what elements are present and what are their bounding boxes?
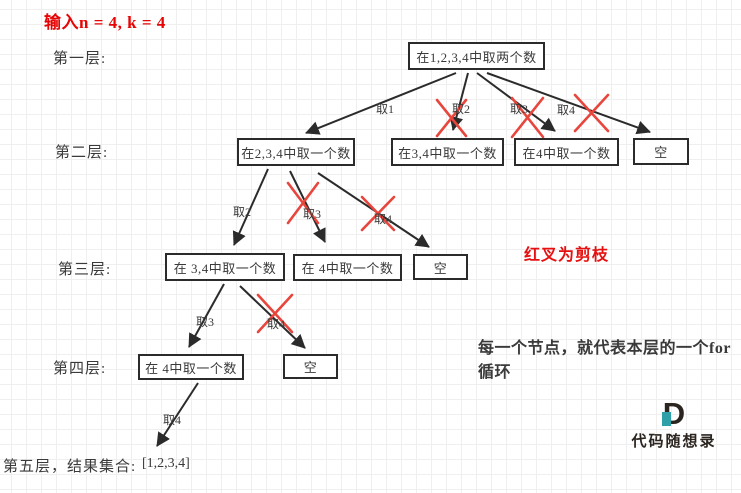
layer5-label: 第五层，结果集合: [3,459,137,475]
edge-root-take1 [305,72,457,135]
tree-node-l3-pick34: 在 3,4中取一个数 [165,253,285,281]
tree-node-l2-pick34: 在3,4中取一个数 [391,138,504,166]
edge-label-l4-take4: 取4 [163,413,182,427]
layer2-label: 第二层: [55,145,109,161]
prune-note: 红叉为剪枝 [524,247,610,264]
prune-x-icon [510,96,545,139]
edge-label-root-take4: 取4 [557,103,576,117]
edge-root-take2 [449,72,469,131]
prune-x-icon [435,98,468,138]
edge-l4-take4 [156,382,199,447]
tree-node-l2-pick4: 在4中取一个数 [514,138,619,166]
prune-x-icon [573,93,610,133]
prune-x-icon [360,195,396,232]
tree-node-l2-pick234: 在2,3,4中取一个数 [237,138,355,166]
tree-node-l4-pick4: 在 4中取一个数 [138,354,244,380]
layer1-label: 第一层: [53,51,107,67]
brand-name: 代码随想录 [631,434,717,450]
logo-teal-accent [661,412,671,426]
prune-x-icon [286,181,320,225]
tree-node-l3-empty: 空 [413,254,468,280]
brand-logo-d-icon: D [661,398,685,429]
edge-label-l2-take2: 取2 [233,205,252,219]
tree-node-root: 在1,2,3,4中取两个数 [408,42,545,70]
input-title: 输入n = 4, k = 4 [44,13,166,32]
prune-marks [256,93,610,334]
edge-l2-take3 [289,170,326,243]
watermark: D 代码随想录 [614,398,734,451]
edge-label-root-take3: 取3 [510,102,529,116]
tree-node-l2-empty: 空 [633,138,689,165]
layer4-label: 第四层: [53,361,107,377]
edge-label-l3-take4: 取4 [267,317,286,331]
edge-root-take4 [486,72,651,135]
result-set: [1,2,3,4] [142,456,190,471]
edge-l3-take3 [188,283,225,348]
tree-node-l4-empty: 空 [283,354,338,379]
edge-label-l2-take4: 取4 [374,212,393,226]
edge-label-root-take2: 取2 [452,102,471,116]
tree-node-l3-pick4: 在 4中取一个数 [293,254,402,281]
for-loop-note: 每一个节点，就代表本层的一个for循环 [478,340,731,381]
layer3-label: 第三层: [58,262,112,278]
prune-x-icon [256,293,294,334]
edge-l2-take2 [232,168,269,246]
edge-label-root-take1: 取1 [376,102,395,116]
edge-label-l3-take3: 取3 [196,315,215,329]
edge-label-l2-take3: 取3 [303,207,322,221]
